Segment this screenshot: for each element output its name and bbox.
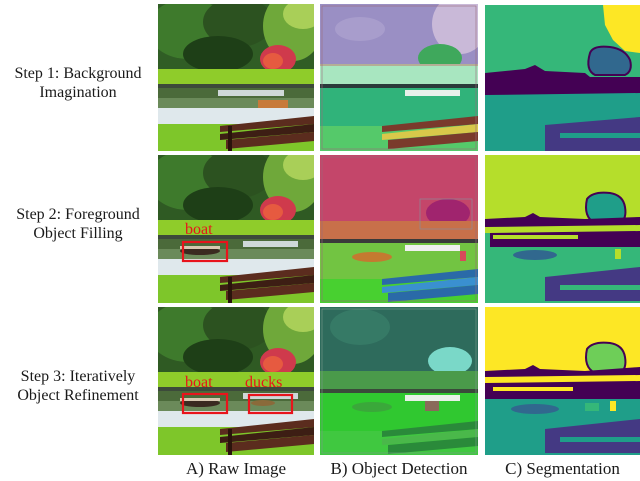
detection-image-step-3 bbox=[320, 307, 478, 455]
step-subtitle: Object Filling bbox=[33, 225, 123, 242]
boat-bounding-box bbox=[181, 392, 229, 415]
boat-label: boat bbox=[185, 221, 213, 238]
step-title: Foreground bbox=[61, 206, 140, 223]
step-title: Background bbox=[59, 65, 142, 82]
step-number: Step 1: bbox=[14, 65, 60, 82]
ducks-bounding-box bbox=[247, 393, 294, 415]
step-subtitle: Object Refinement bbox=[17, 387, 139, 404]
step-subtitle: Imagination bbox=[39, 84, 117, 101]
raw-image-step-2: boat bbox=[158, 155, 314, 303]
column-caption-object-detection: B) Object Detection bbox=[330, 459, 468, 478]
boat-label: boat bbox=[185, 374, 213, 391]
boat-bounding-box bbox=[181, 240, 229, 263]
detection-image-step-1 bbox=[320, 4, 478, 151]
step-number: Step 2: bbox=[16, 206, 62, 223]
segmentation-image-step-3 bbox=[485, 307, 640, 455]
step-title: Iteratively bbox=[65, 368, 136, 385]
detection-image-step-2 bbox=[320, 155, 478, 303]
segmentation-image-step-1 bbox=[485, 5, 640, 151]
row-label-step-2: Step 2: Foreground Object Filling bbox=[0, 205, 156, 243]
raw-image-step-3: boat ducks bbox=[158, 307, 314, 455]
column-caption-raw-image: A) Raw Image bbox=[185, 459, 287, 478]
ducks-label: ducks bbox=[245, 374, 282, 391]
segmentation-image-step-2 bbox=[485, 155, 640, 303]
step-number: Step 3: bbox=[20, 368, 66, 385]
raw-image-step-1 bbox=[158, 4, 314, 151]
column-caption-segmentation: C) Segmentation bbox=[505, 459, 620, 478]
row-label-step-3: Step 3: Iteratively Object Refinement bbox=[0, 367, 156, 405]
row-label-step-1: Step 1: Background Imagination bbox=[0, 64, 156, 102]
